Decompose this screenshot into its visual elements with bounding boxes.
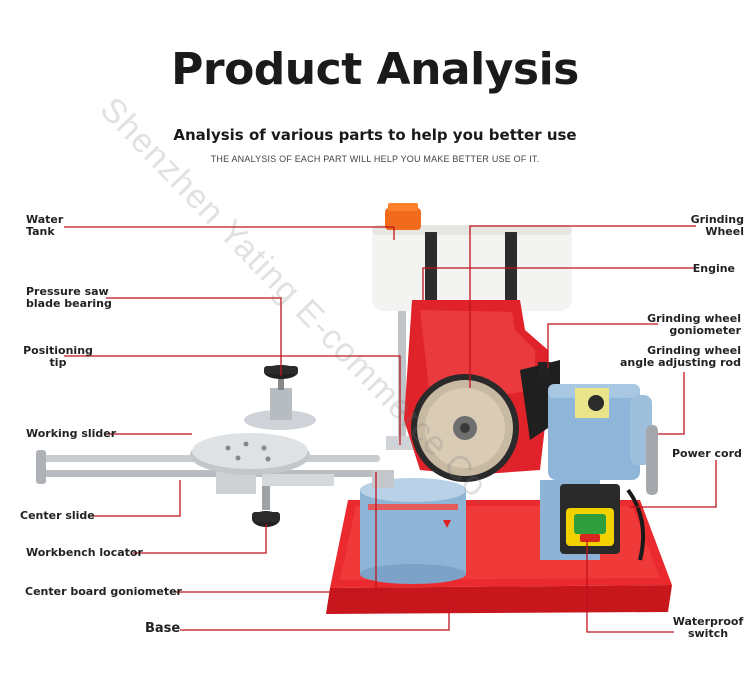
label-waterproof-switch: Waterproof switch: [672, 615, 744, 640]
callout-pressure-bearing: [106, 297, 282, 376]
grinding-wheel: [411, 374, 519, 482]
workbench-locator-knob: [252, 486, 280, 527]
label-pressure-saw-blade-bearing: Pressure saw blade bearing: [26, 285, 112, 310]
positioning-tip-arm: [372, 300, 418, 488]
callout-base: [180, 605, 450, 631]
water-tank: [372, 203, 572, 311]
callout-goniometer: [547, 323, 658, 368]
callout-center-board: [170, 472, 377, 593]
working-slider-disk: [190, 433, 310, 475]
label-center-slide: Center slide: [20, 509, 95, 522]
pressure-bearing-post: [244, 365, 316, 430]
callout-water-tank: [64, 226, 395, 240]
callout-lines: [64, 225, 717, 633]
callout-center-slide: [90, 480, 181, 517]
label-working-slider: Working slider: [26, 427, 117, 440]
label-positioning-tip: Positioning tip: [23, 344, 93, 369]
label-base: Base: [145, 621, 181, 636]
callout-workbench-locator: [133, 524, 267, 554]
label-workbench-locator: Workbench locator: [26, 546, 143, 559]
callout-grinding-wheel: [469, 225, 696, 388]
label-grinding-wheel-goniometer: Grinding wheel goniometer: [647, 312, 741, 337]
callout-power-cord: [629, 460, 717, 508]
callout-waterproof-switch: [586, 540, 674, 633]
waterproof-switch-box: [560, 484, 620, 554]
label-power-cord: Power cord: [672, 447, 742, 460]
label-grinding-wheel: Grinding Wheel: [690, 213, 744, 238]
power-cord: [626, 488, 646, 561]
page-title: Product Analysis: [171, 44, 579, 95]
label-engine: Engine: [692, 262, 735, 275]
callout-positioning-tip: [64, 355, 401, 445]
label-center-board-goniometer: Center board goniometer: [25, 585, 182, 598]
callout-angle-rod: [658, 372, 685, 435]
label-water-tank: Water Tank: [26, 213, 64, 238]
page-subtitle: Analysis of various parts to help you be…: [173, 126, 577, 144]
callout-engine: [422, 267, 696, 300]
label-grinding-wheel-angle-adjusting-rod: Grinding wheel angle adjusting rod: [619, 344, 741, 369]
page-subtitle-caps: THE ANALYSIS OF EACH PART WILL HELP YOU …: [210, 154, 540, 164]
